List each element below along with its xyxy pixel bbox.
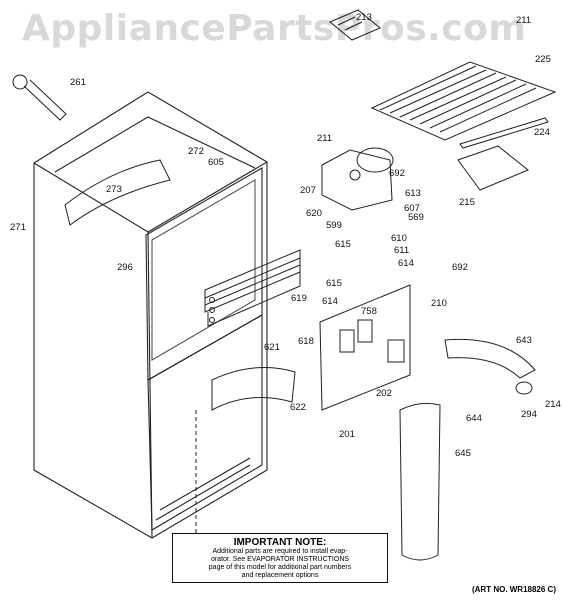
callout-758: 758 [361,306,377,317]
note-title: IMPORTANT NOTE: [233,537,327,548]
callout-615: 615 [326,278,342,289]
callout-214: 214 [545,399,561,410]
note-line: orator. See EVAPORATOR INSTRUCTIONS [210,556,350,563]
callout-569: 569 [408,212,424,223]
watermark: AppliancePartsPros.com [22,8,527,49]
drain-trough [211,367,296,411]
callout-211: 211 [317,133,333,144]
callout-272: 272 [188,146,204,157]
callout-614: 614 [398,258,414,269]
note-line: and replacement options [241,572,319,579]
callout-271: 271 [10,222,26,233]
cabinet-outline [33,91,268,539]
callout-692: 692 [389,168,405,179]
art-number: (ART NO. WR18826 C) [471,585,556,594]
vent-cap [515,381,533,395]
callout-621: 621 [264,342,280,353]
callout-643: 643 [516,335,532,346]
callout-215: 215 [459,197,475,208]
callout-692: 692 [452,262,468,273]
callout-645: 645 [455,448,471,459]
callout-613: 613 [405,188,421,199]
callout-605: 605 [208,157,224,168]
callout-202: 202 [376,388,392,399]
callout-610: 610 [391,233,407,244]
callout-618: 618 [298,336,314,347]
callout-224: 224 [534,127,550,138]
callout-296: 296 [117,262,133,273]
tray [457,145,529,191]
callout-615: 615 [335,239,351,250]
note-line: page of this model for additional part n… [208,564,352,571]
callout-644: 644 [466,413,482,424]
vent-cover [444,338,536,379]
callout-261: 261 [70,77,86,88]
top-bracket [329,9,381,41]
callout-622: 622 [290,402,306,413]
callout-273: 273 [106,184,122,195]
wire-shelf [370,61,557,141]
callout-607: 607 [404,203,420,214]
evaporator-coil [204,249,301,327]
light-socket [12,74,67,121]
callout-614: 614 [322,296,338,307]
callout-207: 207 [300,185,316,196]
callout-213: 213 [356,12,372,23]
duct [399,402,441,561]
callout-620: 620 [306,208,322,219]
callout-201: 201 [339,429,355,440]
shelf-rail [459,117,549,149]
mullion-housing [64,159,171,226]
callout-611: 611 [394,245,410,256]
callout-210: 210 [431,298,447,309]
fan-housing [321,147,394,211]
important-note: IMPORTANT NOTE: Additional parts are req… [172,533,388,583]
callout-619: 619 [291,293,307,304]
callout-294: 294 [521,409,537,420]
callout-211: 211 [516,15,532,26]
callout-599: 599 [326,220,342,231]
callout-225: 225 [535,54,551,65]
evaporator-cover [319,284,411,411]
note-line: Additional parts are required to install… [212,548,348,555]
